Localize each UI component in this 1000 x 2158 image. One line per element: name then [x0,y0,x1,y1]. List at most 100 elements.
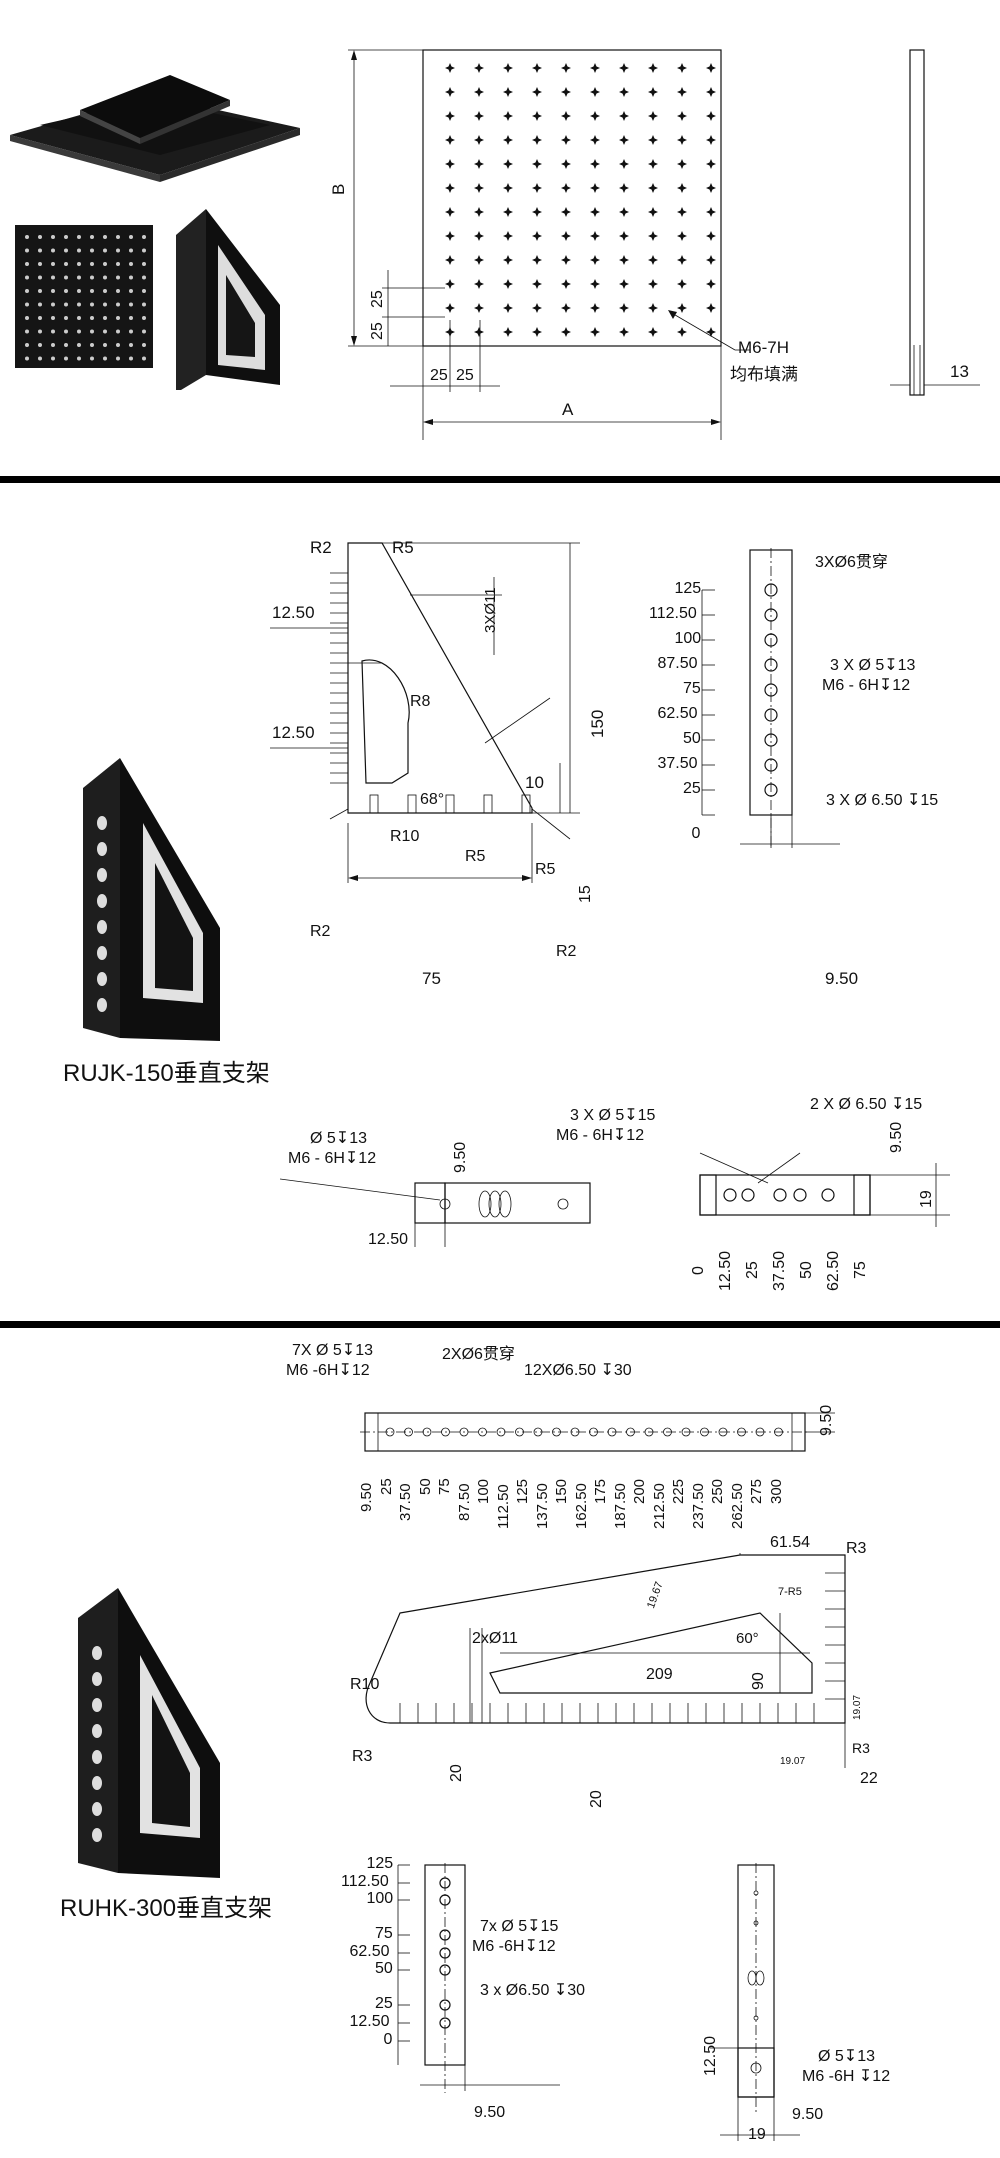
br-note-3x5: 3 X Ø 5↧15 [570,1107,656,1124]
plate-hole [142,302,146,307]
dim-25-vertical-b: 25 [369,322,386,340]
grid-hole [532,183,542,193]
br-note-m6: M6 - 6H↧12 [556,1127,645,1144]
grid-hole [706,231,716,241]
grid-hole [474,63,484,73]
plate-hole [77,302,81,307]
grid-hole [561,111,571,121]
plate-hole [90,316,94,320]
plate-hole [116,289,120,293]
r2-bottom-right: R2 [556,943,577,960]
plate-hole [51,356,55,361]
plate-hole [77,289,81,293]
plate-hole [142,248,146,253]
bracket-hole [97,842,107,856]
grid-hole [648,231,658,241]
end-dim-12-50: 12.50 [702,2035,719,2076]
front-hole [439,1964,451,1976]
slot [521,794,531,814]
angle-68: 68° [420,791,445,808]
grid-hole [677,87,687,97]
ruhk-300-caption: RUHK-300垂直支架 [60,1895,273,1922]
top-hole [589,1427,598,1437]
plate-hole [142,289,146,293]
r8-label: R8 [410,693,431,710]
bottom-hole [723,1188,737,1202]
plate-hole [90,248,94,253]
top-hole [607,1427,617,1437]
plate-hole [64,329,68,334]
top-hole [774,1427,783,1437]
section-divider-2 [0,1321,1000,1328]
bracket-hole [92,1802,102,1816]
dim-150: 150 [588,709,607,738]
plate-hole [116,302,120,307]
top-hole [515,1427,524,1437]
plate-hole [51,262,55,266]
top-tick-label: 200 [631,1478,648,1504]
plate-hole [90,262,94,266]
grid-hole [532,303,542,313]
front-tick-label: 125 [674,580,702,597]
top-hole [663,1427,672,1437]
grid-hole [619,63,629,73]
plate-hole [116,316,120,320]
top-tick-label: 25 [377,1478,395,1495]
plate-hole [129,248,133,253]
top-hole [737,1427,746,1437]
r10-label-300: R10 [350,1676,380,1693]
rujk-150-photo [83,758,220,1041]
plate-hole [77,262,81,266]
dim-10: 10 [525,773,544,792]
plate-hole [77,356,81,361]
breadboard-stack-photo [10,75,300,182]
end-dim-9-50: 9.50 [792,2106,824,2123]
top-tick-label: 100 [475,1478,492,1504]
plate-hole [103,316,107,320]
plate-hole [77,235,81,239]
grid-hole [590,183,600,193]
grid-hole [677,231,687,241]
grid-hole [590,279,600,289]
plate-hole [64,343,68,347]
plate-hole [77,343,81,347]
ruhk-note-2x6: 2XØ6贯穿 [442,1346,515,1363]
plate-hole [103,262,107,266]
note-3x5-depth: 3 X Ø 5↧13 [830,657,916,674]
front-hole [439,2017,451,2029]
top-tick-label: 187.50 [611,1483,629,1529]
rujk-150-caption: RUJK-150垂直支架 [63,1060,270,1087]
grid-hole [503,231,513,241]
bottom-tick-label: 12.50 [717,1250,734,1291]
ruhk-note-m6: M6 -6H↧12 [286,1362,370,1379]
top-tick-label: 300 [767,1478,785,1504]
dim-a-label: A [562,400,574,419]
plate-hole [103,302,107,307]
ruhk-top-view-drawing [360,1412,835,1452]
grid-hole [619,207,629,217]
plate-hole [25,302,29,307]
plate-hole [51,302,55,307]
grid-hole [561,87,571,97]
plate-hole [90,235,94,239]
grid-hole [445,135,455,145]
bracket-hole [92,1750,102,1764]
plate-hole [38,329,42,334]
angle-bracket-photo [176,209,280,390]
grid-hole [503,207,513,217]
top-hole [478,1427,487,1437]
grid-hole [532,207,542,217]
top-tick-label: 175 [592,1478,609,1504]
ruhk-front-note-3x650: 3 x Ø6.50 ↧30 [480,1982,586,1999]
front-hole [764,633,778,647]
front-hole [764,783,778,797]
grid-hole [445,303,455,313]
grid-hole [706,207,716,217]
bracket-hole [97,998,107,1012]
grid-hole [590,111,600,121]
ruhk-300-photo [78,1588,220,1878]
bottom-hole [741,1188,755,1202]
grid-hole [590,207,600,217]
ruhk-front-dim-9-50: 9.50 [474,2104,506,2121]
front-hole [764,708,778,722]
